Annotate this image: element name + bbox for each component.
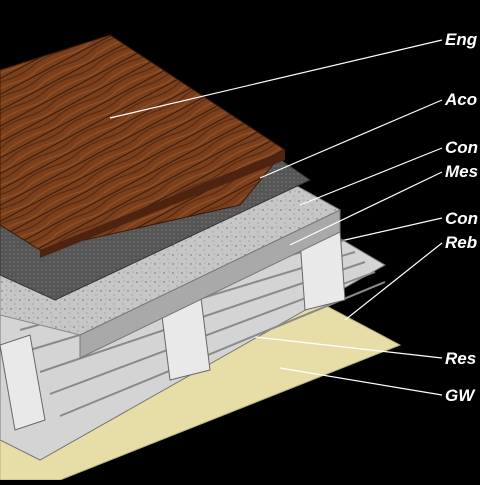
label-resilient-channel: Res: [445, 349, 477, 368]
label-engineered-flooring: Eng: [445, 30, 478, 49]
leader-lines: [109, 39, 443, 396]
wood-flooring-edge: [40, 150, 285, 258]
label-mesh: Mes: [445, 162, 479, 181]
label-composite-deck: Con: [445, 209, 479, 228]
concrete-slab-front: [79, 209, 341, 359]
label-gwb: GW: [445, 386, 475, 405]
label-concrete-topping: Con: [445, 138, 479, 157]
wood-flooring: [0, 34, 286, 251]
label-acoustic-underlay: Aco: [445, 90, 478, 109]
label-rebar: Reb: [445, 233, 478, 252]
